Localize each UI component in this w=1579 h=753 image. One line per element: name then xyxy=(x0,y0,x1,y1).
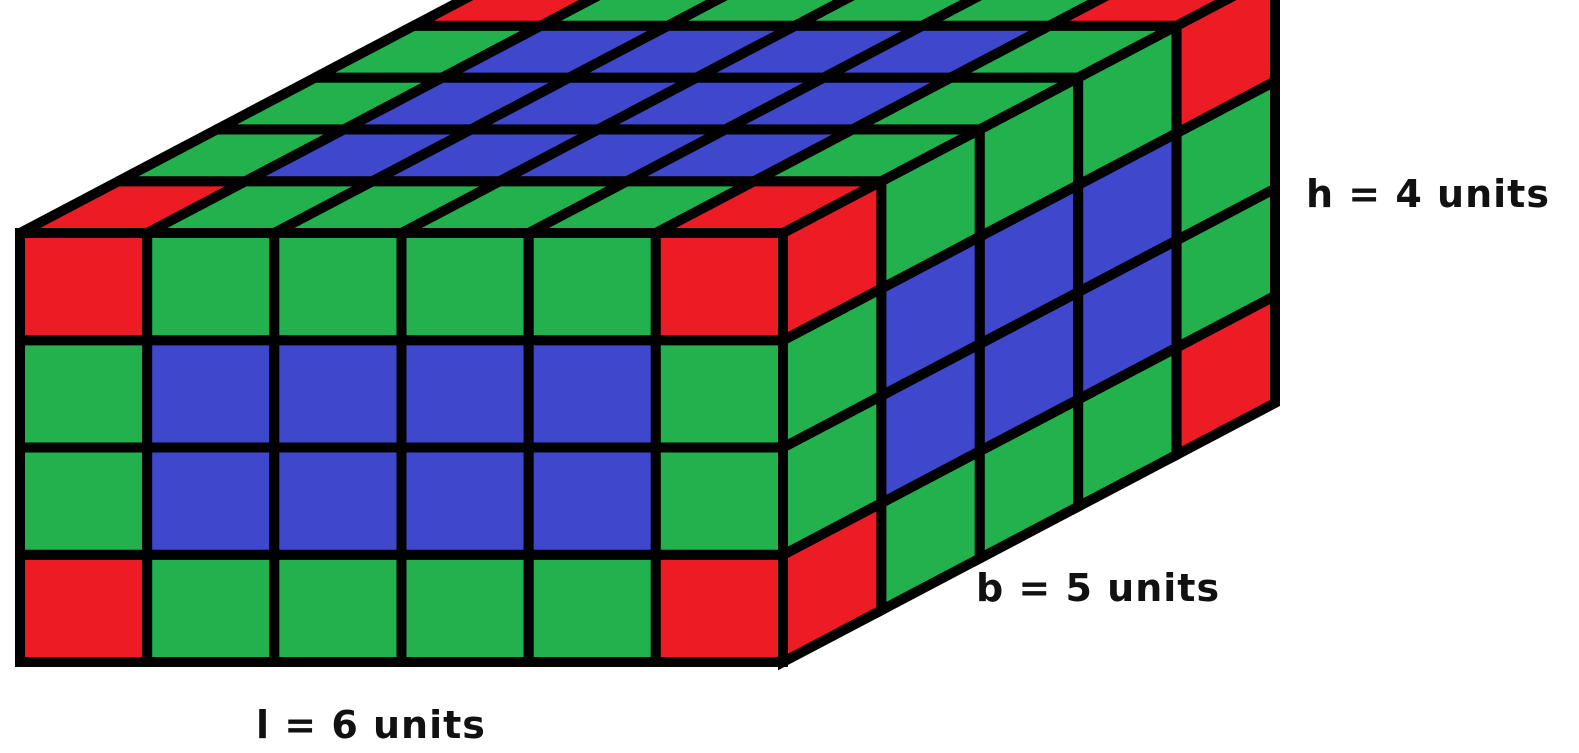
front-cube-edge xyxy=(15,335,153,453)
front-cube-face xyxy=(142,442,280,560)
front-cube-face xyxy=(396,442,534,560)
right-face xyxy=(778,0,1280,671)
front-cube-face xyxy=(269,442,407,560)
top-cube-corner xyxy=(1047,0,1237,31)
front-cube-edge xyxy=(269,228,407,346)
front-cube-edge xyxy=(650,442,788,560)
front-cube-edge xyxy=(142,549,280,667)
front-cube-edge xyxy=(650,335,788,453)
front-cube-face xyxy=(396,335,534,453)
height-label: h = 4 units xyxy=(1306,172,1550,216)
front-cube-edge xyxy=(523,228,661,346)
front-cube-edge xyxy=(523,549,661,667)
front-cube-corner xyxy=(15,228,153,346)
front-cube-corner xyxy=(15,549,153,667)
front-cube-edge xyxy=(396,549,534,667)
front-cube-face xyxy=(269,335,407,453)
length-label: l = 6 units xyxy=(256,703,486,747)
right-cube-corner xyxy=(1171,0,1280,142)
front-face xyxy=(15,228,788,667)
front-cube-edge xyxy=(142,228,280,346)
front-cube-corner xyxy=(650,549,788,667)
front-cube-face xyxy=(523,335,661,453)
front-cube-face xyxy=(523,442,661,560)
front-cube-edge xyxy=(269,549,407,667)
front-cube-edge xyxy=(396,228,534,346)
front-cube-corner xyxy=(650,228,788,346)
top-face xyxy=(17,0,1237,238)
front-cube-edge xyxy=(15,442,153,560)
front-cube-face xyxy=(142,335,280,453)
breadth-label: b = 5 units xyxy=(976,566,1221,610)
